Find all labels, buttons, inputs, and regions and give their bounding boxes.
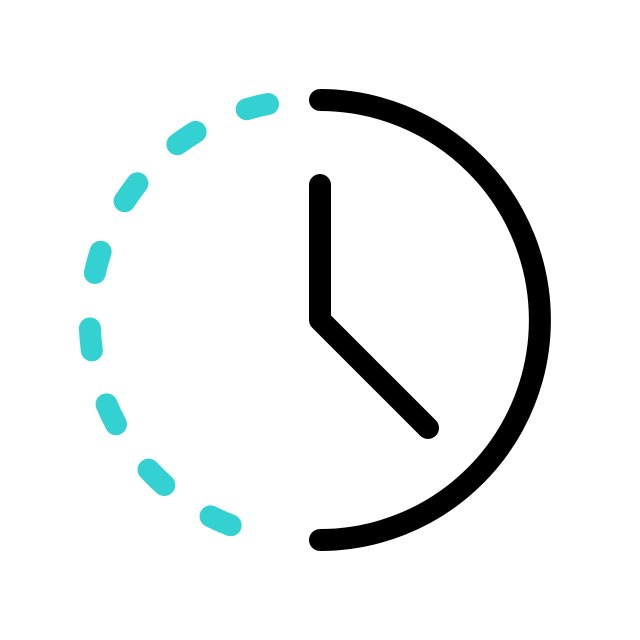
solid-right-arc	[309, 89, 551, 551]
clock-hands	[309, 174, 439, 439]
dashed-left-arc	[78, 93, 279, 547]
